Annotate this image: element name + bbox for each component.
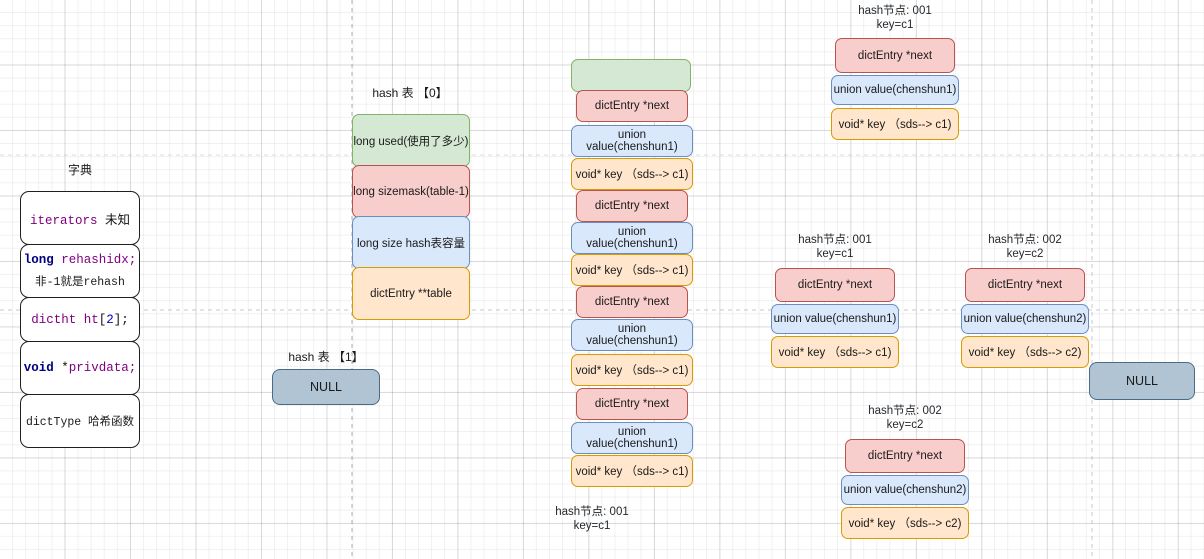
node-bottom-key-label: void* key （sds--> c2) (848, 518, 962, 530)
bucket-3-value[interactable]: union value(chenshun1) (571, 422, 693, 454)
bucket-2-value[interactable]: union value(chenshun1) (571, 319, 693, 351)
dict-row-iterators-label: iterators 未知 (29, 213, 131, 228)
node-mid-right-key[interactable]: void* key （sds--> c2) (961, 336, 1089, 368)
ht0-field-used-label: long used(使用了多少) (353, 135, 469, 148)
ht0-title: hash 表 【0】 (372, 86, 448, 100)
ht0-field-used[interactable]: long used(使用了多少) (352, 114, 470, 167)
dict-row-dicttype-label: dictType 哈希函数 (25, 416, 135, 429)
right-null-box[interactable]: NULL (1089, 362, 1195, 400)
dict-row-privdata-label: void *privdata; (23, 361, 137, 375)
node-mid-left-next-label: dictEntry *next (797, 279, 873, 291)
bucket-2-key[interactable]: void* key （sds--> c1) (571, 354, 693, 386)
node-bottom-caption: hash节点: 002 key=c2 (868, 405, 942, 431)
node-mid-right-value-label: union value(chenshun2) (963, 313, 1087, 325)
node-bottom-value[interactable]: union value(chenshun2) (841, 475, 969, 505)
ht0-field-sizemask-label: long sizemask(table-1) (353, 185, 469, 198)
dict-row-dicttype[interactable]: dictType 哈希函数 (20, 394, 140, 448)
bucket-0-next[interactable]: dictEntry *next (576, 90, 688, 122)
dict-row-rehashidx-line1: long rehashidx; (23, 253, 137, 267)
bucket-2-next-label: dictEntry *next (594, 296, 670, 308)
right-null-label: NULL (1126, 374, 1158, 388)
dict-row-iterators[interactable]: iterators 未知 (20, 191, 140, 245)
node-mid-left-next[interactable]: dictEntry *next (775, 268, 895, 302)
node-mid-right-key-label: void* key （sds--> c2) (968, 347, 1082, 359)
bucket-3-next[interactable]: dictEntry *next (576, 388, 688, 420)
dict-row-ht-label: dictht ht[2]; (31, 312, 129, 327)
bucket-1-next[interactable]: dictEntry *next (576, 190, 688, 222)
node-mid-left-key[interactable]: void* key （sds--> c1) (771, 336, 899, 368)
node-top-caption: hash节点: 001 key=c1 (858, 5, 932, 31)
ht0-field-size-label: long size hash表容量 (356, 237, 466, 250)
node-bottom-next[interactable]: dictEntry *next (845, 439, 965, 473)
bucket-column-header (571, 59, 691, 92)
ht0-field-size[interactable]: long size hash表容量 (352, 216, 470, 269)
node-bottom-next-label: dictEntry *next (867, 450, 943, 462)
node-top-next[interactable]: dictEntry *next (835, 38, 955, 73)
bucket-1-key[interactable]: void* key （sds--> c1) (571, 254, 693, 286)
node-mid-right-caption: hash节点: 002 key=c2 (988, 234, 1062, 260)
bucket-0-next-label: dictEntry *next (594, 100, 670, 112)
node-mid-right-next-label: dictEntry *next (987, 279, 1063, 291)
bucket-3-next-label: dictEntry *next (594, 398, 670, 410)
node-mid-left-value-label: union value(chenshun1) (773, 313, 897, 325)
node-top-value-label: union value(chenshun1) (833, 84, 957, 96)
ht1-null-box[interactable]: NULL (272, 369, 380, 405)
bucket-0-value[interactable]: union value(chenshun1) (571, 125, 693, 157)
dict-row-rehashidx-line2: 非-1就是rehash (35, 276, 125, 289)
node-mid-right-value[interactable]: union value(chenshun2) (961, 304, 1089, 334)
dict-row-ht[interactable]: dictht ht[2]; (20, 297, 140, 342)
node-top-value[interactable]: union value(chenshun1) (831, 75, 959, 105)
bucket-column-caption: hash节点: 001 key=c1 (555, 506, 629, 532)
bucket-2-next[interactable]: dictEntry *next (576, 286, 688, 318)
bucket-3-value-label: union value(chenshun1) (586, 426, 678, 450)
node-mid-left-caption: hash节点: 001 key=c1 (798, 234, 872, 260)
dict-title: 字典 (67, 163, 92, 177)
bucket-3-key[interactable]: void* key （sds--> c1) (571, 455, 693, 487)
node-top-key-label: void* key （sds--> c1) (838, 119, 952, 131)
bucket-1-value-label: union value(chenshun1) (586, 226, 678, 250)
bucket-1-key-label: void* key （sds--> c1) (575, 265, 689, 277)
bucket-0-key-label: void* key （sds--> c1) (575, 169, 689, 181)
dict-row-rehashidx[interactable]: long rehashidx; 非-1就是rehash (20, 244, 140, 298)
ht1-title: hash 表 【1】 (288, 350, 364, 364)
ht1-null-label: NULL (310, 380, 342, 394)
node-mid-left-key-label: void* key （sds--> c1) (778, 347, 892, 359)
bucket-0-value-label: union value(chenshun1) (586, 129, 678, 153)
bucket-3-key-label: void* key （sds--> c1) (575, 466, 689, 478)
node-mid-right-next[interactable]: dictEntry *next (965, 268, 1085, 302)
ht0-field-table-label: dictEntry **table (370, 287, 452, 300)
bucket-2-key-label: void* key （sds--> c1) (575, 365, 689, 377)
ht0-field-sizemask[interactable]: long sizemask(table-1) (352, 165, 470, 218)
node-top-key[interactable]: void* key （sds--> c1) (831, 108, 959, 140)
node-bottom-key[interactable]: void* key （sds--> c2) (841, 507, 969, 539)
bucket-1-next-label: dictEntry *next (594, 200, 670, 212)
bucket-1-value[interactable]: union value(chenshun1) (571, 222, 693, 254)
node-mid-left-value[interactable]: union value(chenshun1) (771, 304, 899, 334)
node-top-next-label: dictEntry *next (857, 49, 933, 62)
ht0-field-table[interactable]: dictEntry **table (352, 267, 470, 320)
bucket-0-key[interactable]: void* key （sds--> c1) (571, 158, 693, 190)
dict-row-privdata[interactable]: void *privdata; (20, 341, 140, 395)
bucket-2-value-label: union value(chenshun1) (586, 323, 678, 347)
node-bottom-value-label: union value(chenshun2) (843, 484, 967, 496)
